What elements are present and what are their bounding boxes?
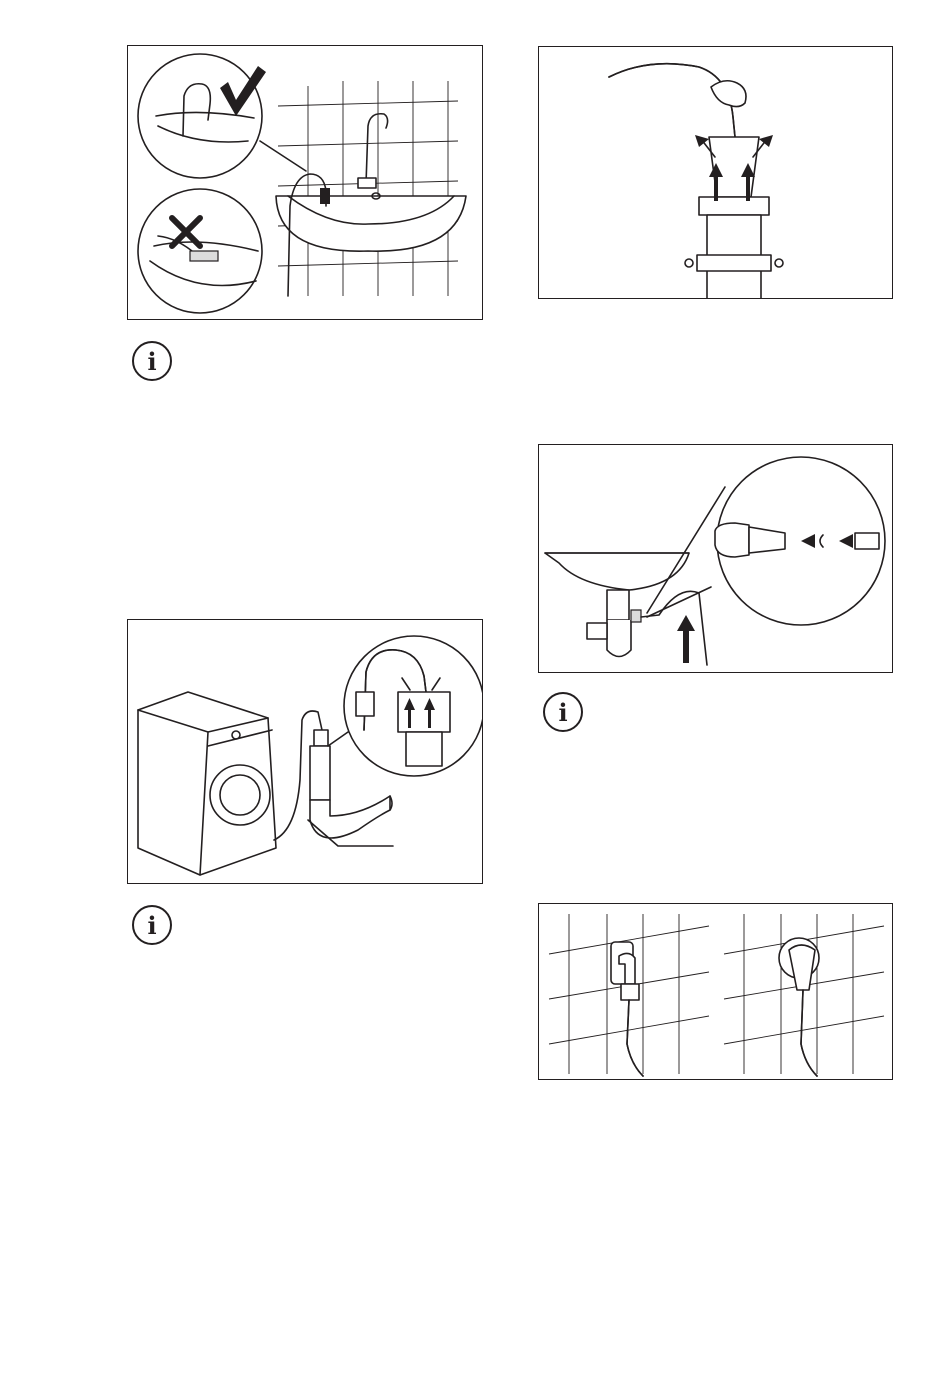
wall-outlets-illustration — [539, 904, 893, 1080]
figure-standpipe-insertion — [538, 46, 893, 299]
standpipe-illustration — [539, 47, 893, 299]
svg-text:i: i — [147, 347, 156, 376]
info-icon: i — [541, 690, 585, 734]
figure-wall-outlets — [538, 903, 893, 1080]
machine-illustration — [128, 620, 483, 884]
figure-machine-standpipe — [127, 619, 483, 884]
info-icon: i — [130, 903, 174, 947]
figure-siphon-connection — [538, 444, 893, 673]
figure-sink-hose-placement — [127, 45, 483, 320]
sink-illustration — [128, 46, 483, 320]
info-icon: i — [130, 339, 174, 383]
svg-text:i: i — [147, 911, 156, 940]
svg-text:i: i — [558, 698, 567, 727]
siphon-illustration — [539, 445, 893, 673]
